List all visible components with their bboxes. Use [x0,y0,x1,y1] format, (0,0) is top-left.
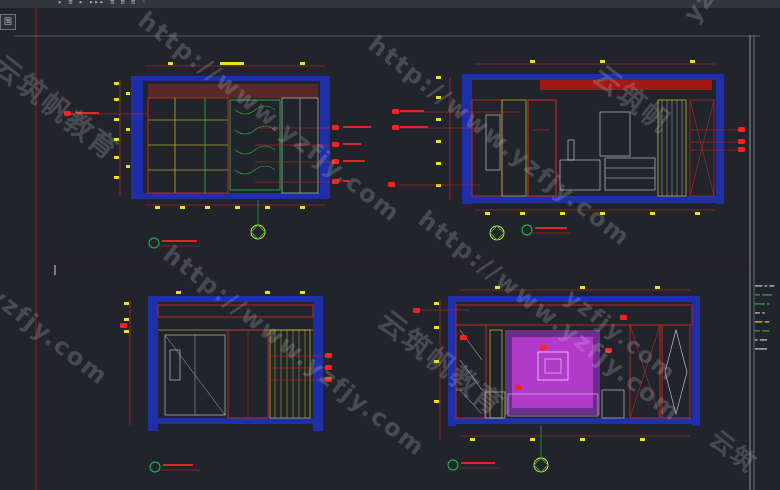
elev-c-ceiling-slab [148,296,323,302]
elev-d-right-wall [692,296,700,426]
elev-c-floor-slab [148,418,323,424]
title-block-row: ▬ ▬▬▬ [755,337,768,342]
elev-a-right-wall [320,76,330,196]
elev-b-curtain-folds [661,100,683,196]
elev-d-ceiling-slab [448,296,700,302]
elev-d-left-panel [455,324,487,419]
elev-d-headboard-art-inner [544,358,562,374]
title-block: ▬▬▬ ▬ ▬▬ ▬▬ ▬▬▬▬ ▬▬▬▬ ▬ ▬▬ ▬ ▬▬▬ ▬▬ ▬▬ ▬… [752,280,780,430]
elev-d-section-marker-inner [533,457,549,473]
title-block-row: ▬▬ ▬▬▬ [755,328,770,333]
elev-a-tag [64,111,71,116]
elev-c-tags [120,323,332,382]
elev-b-desk [559,159,601,191]
title-bar-text: ▸ ≡ ▸ ▸▸▸ ≡ ≡ ≡ ◦ [58,0,147,6]
elev-b-door [527,99,557,197]
elev-b-section-marker-inner [489,225,505,241]
elev-b-mirror [485,114,501,171]
elev-b-cabinet [471,99,503,197]
elev-a-tag-text [75,112,99,114]
elev-c-curtain-folds [274,330,306,418]
viewcube-icon[interactable]: 国 [0,14,16,30]
title-bar: ▸ ≡ ▸ ▸▸▸ ≡ ≡ ≡ ◦ [0,0,780,8]
elev-b-dresser [604,157,656,191]
elev-a-dim-labels-left [114,82,130,179]
elev-d-stair-lines [459,329,483,415]
elev-d-nightstand-pillar [489,329,503,419]
title-block-row: ▬▬▬▬▬ [755,346,768,351]
elevation-b[interactable] [388,60,745,241]
elev-b-ceiling-beam [540,80,712,90]
elev-c-window-frame [164,334,226,416]
elev-a-floor-slab [131,193,330,199]
elevation-a[interactable] [64,62,371,249]
elev-c-dim-labels [124,291,305,333]
elev-d-title-text [461,462,495,464]
elev-b-floor-slab [462,196,724,203]
elev-d-headboard-art [537,351,569,381]
elev-b-side-panel [689,99,715,197]
elev-d-nightstand [601,389,625,419]
elev-a-right-tags [255,125,371,184]
elevation-d[interactable] [413,286,700,473]
elev-a-ceiling-slab [131,76,326,81]
elev-d-title-marker [447,459,459,471]
elev-b-lamp [567,139,575,161]
elev-d-bed [507,393,599,417]
elev-b-left-wall [462,74,472,204]
elev-d-dim-labels [434,286,660,441]
elev-c-floor-lamp [169,349,181,381]
title-block-row: ▬▬▬ ▬▬ [755,319,770,324]
elev-d-left-wall [448,296,456,426]
title-block-row: ▬▬▬ ▬ ▬▬ [755,283,775,288]
elev-a-dim-labels-bottom [155,62,305,209]
elev-d-cornice [455,304,693,326]
elev-d-tags [413,308,627,390]
elev-d-wardrobe [661,324,691,419]
title-block-row: ▬▬ ▬ [755,310,765,315]
elev-b-section-marker [489,225,505,241]
elev-a-wardrobe [147,97,229,194]
elev-a-section-marker-inner [250,224,266,240]
elev-b-panel [501,99,527,197]
elev-b-title-marker [521,224,533,236]
elev-b-ceiling-slab [462,74,724,80]
elev-d-floor-slab [448,418,700,424]
elev-c-left-wall [148,296,158,431]
elev-a-left-wall [131,76,143,196]
elev-b-tv [599,111,631,157]
elev-a-decor-pattern [234,105,276,175]
elev-a-title-marker [148,237,160,249]
elev-a-title-text [162,240,197,242]
elev-b-right-wall [716,74,724,204]
elev-d-wardrobe-diamond [664,328,688,416]
elev-c-title-marker [149,461,161,473]
elev-b-side-panel-cross [689,99,715,197]
elev-c-curtain [269,329,311,419]
elev-d-nightstand-left [484,391,506,419]
elev-d-headboard-fill [512,337,593,408]
elevation-c[interactable] [120,291,332,473]
elev-d-panel-right [629,324,661,419]
elev-d-section-marker [533,457,549,473]
elev-b-tags [388,109,745,187]
elev-c-cornice [157,304,314,318]
elev-d-panel-right-cross [629,324,661,419]
title-block-row: ▬▬▬▬ ▬ [755,301,770,306]
elev-c-title-text [163,464,193,466]
elev-b-title-text [535,227,567,229]
elev-a-section-marker [250,224,266,240]
elev-a-curtain-box [148,84,318,98]
elev-b-dim-labels [436,60,700,215]
title-block-row: ▬▬ ▬▬▬▬ [755,292,772,297]
elev-c-right-wall [313,296,323,431]
